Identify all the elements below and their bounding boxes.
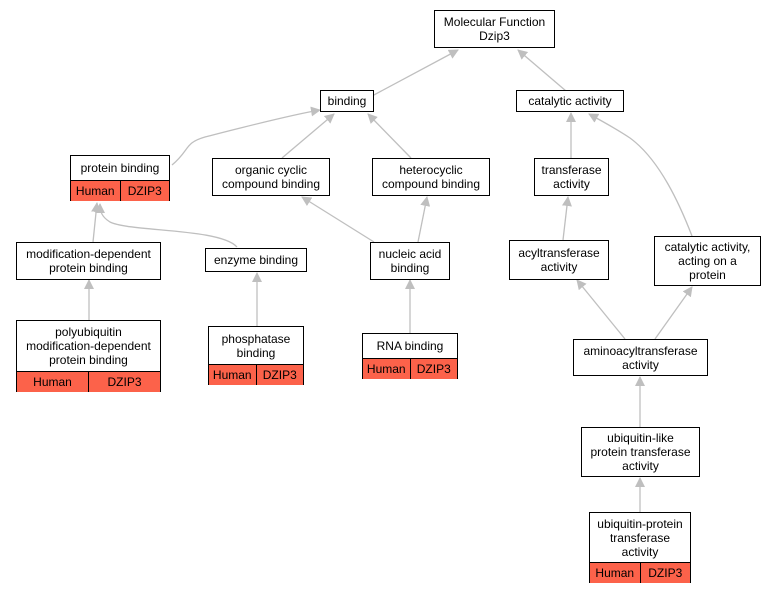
- edge-aminoacyl-acyltransferase: [576, 279, 626, 340]
- node-label: protein binding: [80, 161, 160, 175]
- node-organic-cyclic-compound-binding[interactable]: organic cyclic compound binding: [212, 158, 330, 196]
- node-ubiquitin-like-protein-transferase-activity[interactable]: ubiquitin-like protein transferase activ…: [581, 427, 700, 477]
- edge-aminoacyl-cat-protein: [654, 286, 693, 340]
- node-catalytic-activity[interactable]: catalytic activity: [516, 90, 624, 112]
- annotation-gene: DZIP3: [639, 563, 691, 583]
- annotation-species: Human: [33, 375, 72, 389]
- annotation-gene: DZIP3: [88, 372, 160, 392]
- annotation-row: Human DZIP3: [71, 180, 169, 201]
- node-label: phosphatase binding: [221, 331, 291, 360]
- node-nucleic-acid-binding[interactable]: nucleic acid binding: [370, 242, 450, 280]
- node-label: nucleic acid binding: [378, 247, 442, 275]
- annotation-row: Human DZIP3: [363, 358, 457, 379]
- node-transferase-activity[interactable]: transferase activity: [534, 158, 609, 196]
- edge-enzyme-binding-protein-binding: [95, 203, 238, 248]
- node-label: ubiquitin-protein transferase activity: [597, 516, 683, 559]
- annotation-row: Human DZIP3: [590, 562, 690, 583]
- edge-mod-dep-protein-binding: [91, 202, 102, 243]
- edge-acyltransferase-transferase: [561, 196, 572, 241]
- node-label: polyubiquitin modification-dependent pro…: [26, 325, 151, 367]
- node-label: Molecular Function Dzip3: [443, 15, 546, 43]
- node-label: catalytic activity, acting on a protein: [664, 240, 751, 282]
- edge-nucleic-acid-heterocyclic: [417, 196, 431, 243]
- annotation-row: Human DZIP3: [209, 364, 303, 385]
- node-protein-binding[interactable]: protein binding Human DZIP3: [70, 155, 170, 201]
- node-label: transferase activity: [541, 163, 602, 191]
- node-label: acyltransferase activity: [518, 246, 600, 274]
- node-rna-binding[interactable]: RNA binding Human DZIP3: [362, 333, 458, 379]
- node-label: RNA binding: [376, 339, 444, 353]
- node-label: ubiquitin-like protein transferase activ…: [590, 431, 691, 473]
- node-binding[interactable]: binding: [320, 90, 374, 112]
- annotation-gene: DZIP3: [409, 359, 458, 379]
- edge-organic-cyclic-binding: [281, 113, 335, 159]
- edge-heterocyclic-binding: [367, 113, 412, 159]
- node-label: catalytic activity: [528, 94, 612, 108]
- node-label: organic cyclic compound binding: [221, 163, 321, 191]
- node-molecular-function[interactable]: Molecular Function Dzip3: [434, 10, 555, 48]
- node-label: heterocyclic compound binding: [381, 163, 481, 191]
- annotation-gene: DZIP3: [119, 181, 170, 201]
- node-phosphatase-binding[interactable]: phosphatase binding Human DZIP3: [208, 326, 304, 385]
- node-enzyme-binding[interactable]: enzyme binding: [205, 248, 307, 272]
- edge-nucleic-acid-organic-cyclic: [301, 196, 375, 243]
- annotation-gene: DZIP3: [255, 365, 304, 385]
- annotation-species: Human: [595, 566, 635, 580]
- edge-catalytic-mf: [517, 49, 567, 92]
- annotation-row: Human DZIP3: [17, 371, 160, 392]
- node-heterocyclic-compound-binding[interactable]: heterocyclic compound binding: [372, 158, 490, 196]
- node-label: enzyme binding: [213, 253, 299, 267]
- node-polyubiquitin-modification-dependent-protein-binding[interactable]: polyubiquitin modification-dependent pro…: [16, 320, 161, 392]
- node-aminoacyltransferase-activity[interactable]: aminoacyltransferase activity: [573, 339, 708, 376]
- node-modification-dependent-protein-binding[interactable]: modification-dependent protein binding: [16, 242, 161, 280]
- annotation-species: Human: [366, 362, 406, 376]
- node-acyltransferase-activity[interactable]: acyltransferase activity: [509, 240, 609, 280]
- edge-binding-mf: [371, 49, 459, 97]
- node-label: aminoacyltransferase activity: [583, 343, 698, 372]
- node-label: binding: [327, 94, 367, 108]
- node-label: modification-dependent protein binding: [26, 247, 151, 275]
- annotation-species: Human: [212, 368, 252, 382]
- annotation-species: Human: [75, 184, 115, 198]
- node-ubiquitin-protein-transferase-activity[interactable]: ubiquitin-protein transferase activity H…: [589, 512, 691, 583]
- edge-cat-protein-catalytic: [588, 113, 693, 237]
- node-catalytic-activity-acting-on-a-protein[interactable]: catalytic activity, acting on a protein: [654, 236, 761, 286]
- edge-protein-binding-binding: [171, 106, 321, 166]
